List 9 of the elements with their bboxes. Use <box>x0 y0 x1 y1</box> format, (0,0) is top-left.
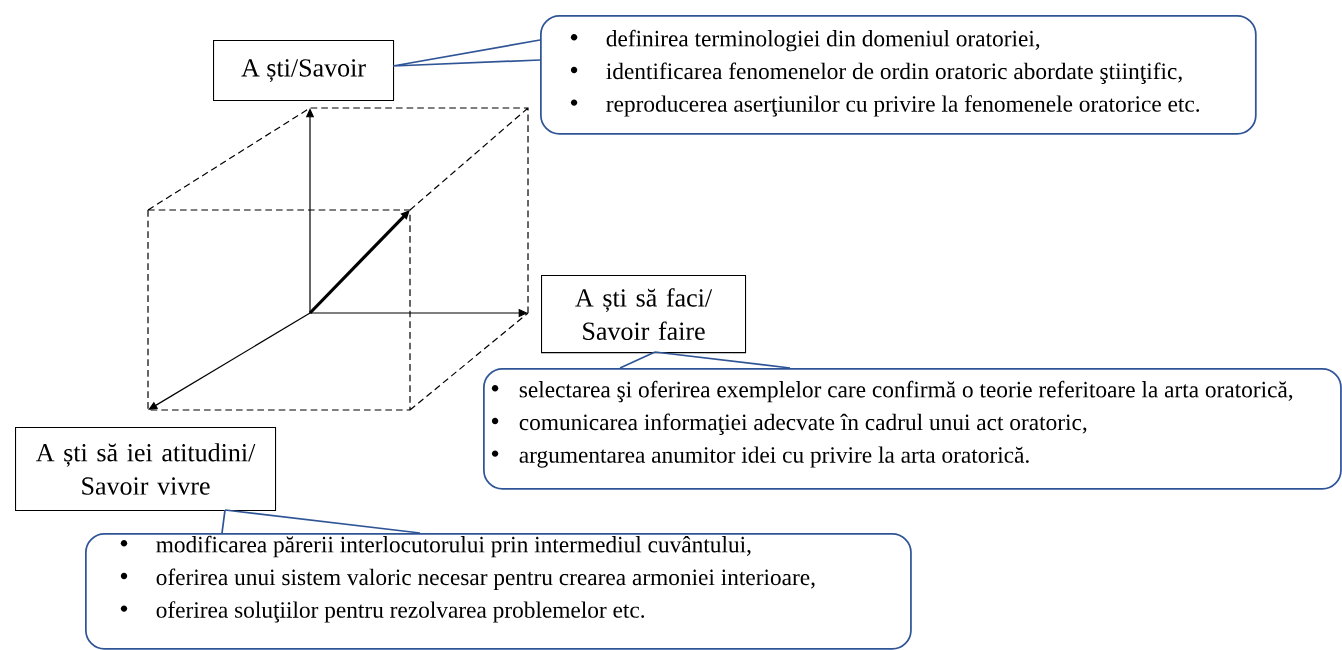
label-box: A ști/Savoir <box>213 40 395 102</box>
callout-pointer <box>392 39 541 67</box>
callout-pointer <box>619 351 791 369</box>
callout-pointer <box>221 509 421 534</box>
label-box: A ști să iei atitudini/ Savoir vivre <box>15 427 277 511</box>
callout-box: definirea terminologiei din domeniul oratoriei, identificarea fenomenelor de ordin oratoric abordate ştiinţific, reproducerea aserţiunilor cu privire la fenomenele oratorice etc. <box>540 15 1257 135</box>
callout-box: modificarea părerii interlocutorului prin intermediul cuvântului, oferirea unui sistem valoric necesar pentru crearea armoniei interioare, oferirea soluţiilor pentru rezolvarea problemelor etc. <box>85 533 912 650</box>
label-box: A ști să faci/ Savoir faire <box>541 275 747 354</box>
callout-box: selectarea şi oferirea exemplelor care confirmă o teorie referitoare la arta oratorică, comunicarea informaţiei adecvate în cadrul unui act oratoric, argumentarea anumitor idei cu privire la arta oratorică. <box>483 368 1342 490</box>
